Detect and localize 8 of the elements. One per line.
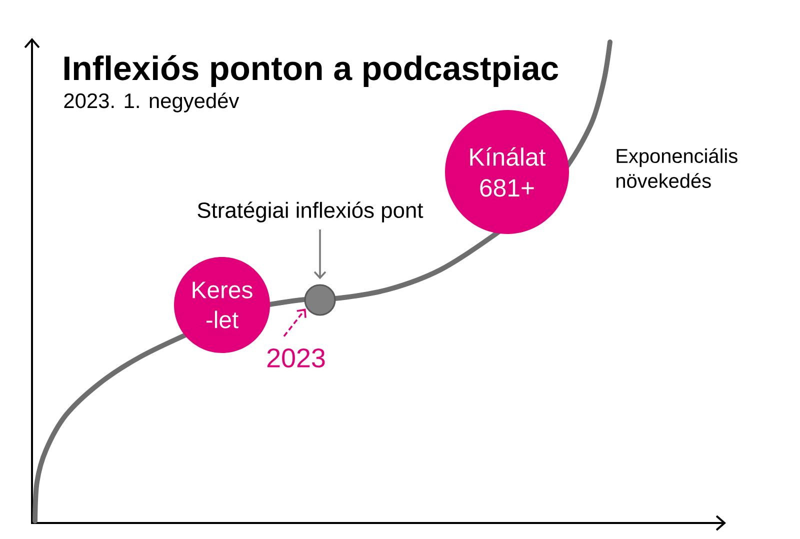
side-note: Exponenciális növekedés — [616, 148, 738, 188]
title: Inflexiós ponton a podcastpiac — [64, 55, 558, 88]
annotation-text: Stratégiai inflexiós pont — [198, 202, 424, 222]
point-marker — [304, 284, 336, 316]
year-label: 2023 — [267, 348, 325, 368]
arrow — [283, 308, 306, 337]
arrow — [314, 230, 326, 280]
subtitle: 2023. 1. negyedév — [64, 92, 240, 112]
